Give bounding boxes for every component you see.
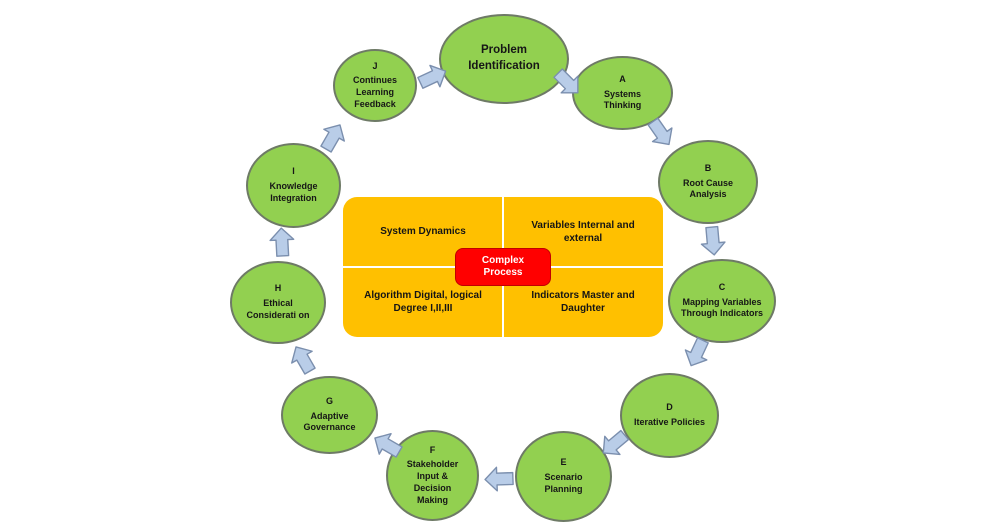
node-ethical-consideration: H Ethical Considerati on bbox=[230, 261, 326, 344]
node-label: Adaptive Governance bbox=[303, 410, 356, 433]
flow-arrow-icon bbox=[594, 424, 634, 463]
node-label: Systems Thinking bbox=[603, 88, 642, 111]
node-stakeholder-input: F Stakeholder Input & Decision Making bbox=[386, 430, 479, 521]
flow-arrow-icon bbox=[268, 226, 296, 257]
node-mapping-variables: C Mapping Variables Through Indicators bbox=[668, 259, 776, 343]
node-letter: C bbox=[718, 281, 726, 292]
flow-arrow-icon bbox=[368, 426, 407, 464]
node-letter: B bbox=[704, 162, 712, 173]
node-letter: A bbox=[619, 73, 626, 84]
node-knowledge-integration: I Knowledge Integration bbox=[246, 143, 341, 228]
node-letter: F bbox=[429, 444, 436, 455]
flow-arrow-icon bbox=[484, 465, 515, 492]
node-problem-identification: Problem Identification bbox=[439, 14, 569, 104]
node-label: Root Cause Analysis bbox=[682, 177, 733, 200]
node-letter: D bbox=[666, 402, 673, 413]
node-label: Stakeholder Input & Decision Making bbox=[406, 459, 459, 505]
flow-arrow-icon bbox=[699, 225, 728, 257]
node-label: Iterative Policies bbox=[633, 417, 706, 427]
center-panel: System Dynamics Variables Internal and e… bbox=[343, 197, 663, 337]
node-letter: E bbox=[560, 457, 567, 468]
node-continues-learning: J Continues Learning Feedback bbox=[333, 49, 417, 122]
node-label: Mapping Variables Through Indicators bbox=[681, 296, 763, 319]
node-letter: G bbox=[325, 395, 333, 406]
node-letter: H bbox=[274, 283, 282, 294]
node-label: Continues Learning Feedback bbox=[353, 75, 397, 109]
node-label: Knowledge Integration bbox=[269, 181, 318, 203]
node-label: Ethical Considerati on bbox=[246, 298, 310, 320]
node-letter: I bbox=[292, 166, 295, 177]
node-systems-thinking: A Systems Thinking bbox=[572, 56, 673, 130]
flow-arrow-icon bbox=[548, 63, 588, 103]
flow-arrow-icon bbox=[679, 334, 715, 372]
node-label: Problem Identification bbox=[468, 44, 540, 72]
flow-arrow-icon bbox=[314, 118, 352, 157]
node-letter: J bbox=[372, 60, 378, 71]
node-scenario-planning: E Scenario Planning bbox=[515, 431, 612, 522]
quadrant-system-dynamics: System Dynamics bbox=[380, 226, 466, 238]
node-root-cause-analysis: B Root Cause Analysis bbox=[658, 140, 758, 224]
quadrant-algorithm: Algorithm Digital, logical Degree I,II,I… bbox=[364, 289, 482, 315]
flow-arrow-icon bbox=[414, 59, 452, 95]
quadrant-variables: Variables Internal and external bbox=[531, 219, 635, 245]
quadrant-indicators: Indicators Master and Daughter bbox=[531, 289, 635, 315]
flow-arrow-icon bbox=[642, 113, 681, 152]
node-iterative-policies: D Iterative Policies bbox=[620, 373, 719, 458]
flow-arrow-icon bbox=[284, 340, 322, 379]
node-adaptive-governance: G Adaptive Governance bbox=[281, 376, 378, 454]
node-label: Scenario Planning bbox=[544, 472, 583, 494]
complex-process-box: Complex Process bbox=[455, 248, 551, 286]
